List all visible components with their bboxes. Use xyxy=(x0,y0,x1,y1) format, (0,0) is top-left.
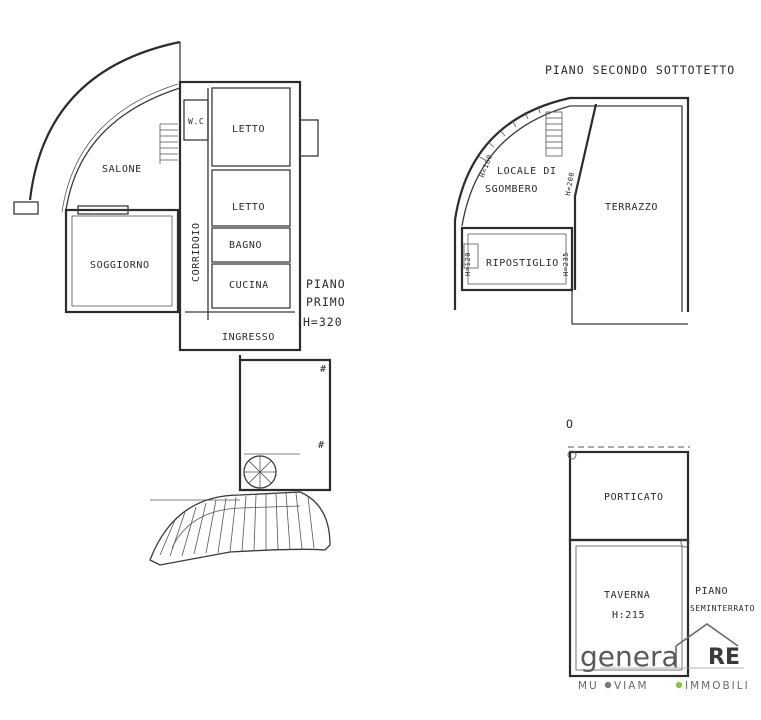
label-ripostiglio: RIPOSTIGLIO xyxy=(486,258,559,269)
second-floor-outer xyxy=(453,96,690,312)
label-corridoio: CORRIDOIO xyxy=(191,222,202,282)
label-bagno: BAGNO xyxy=(229,240,262,251)
main-block-walls xyxy=(178,80,302,352)
second-floor-plan: PIANO SECONDO SOTTOTETTO xyxy=(453,63,735,325)
label-locale-1: LOCALE DI xyxy=(497,166,557,177)
label-cucina: CUCINA xyxy=(229,280,269,291)
label-seminterrato-2: SEMINTERRATO xyxy=(690,604,755,613)
ripostiglio-window xyxy=(463,243,479,269)
label-porticato: PORTICATO xyxy=(604,492,664,503)
cucina-walls xyxy=(211,263,291,309)
label-soggiorno: SOGGIORNO xyxy=(90,260,150,271)
logo-roof-icon xyxy=(675,623,739,647)
bagno-walls xyxy=(211,227,291,263)
taverna-walls xyxy=(568,538,690,678)
pillar-right xyxy=(680,538,690,548)
logo-word-re: RE xyxy=(708,645,740,670)
spiral-stair-treads xyxy=(244,456,276,488)
label-taverna: TAVERNA xyxy=(604,590,650,601)
label-zero-mark: O xyxy=(566,417,574,431)
svg-text:#: # xyxy=(318,440,325,451)
label-h120: H=120 xyxy=(464,252,472,276)
label-terrazzo: TERRAZZO xyxy=(605,202,658,213)
label-piano-primo-h: H=320 xyxy=(303,315,343,329)
label-piano-secondo: PIANO SECONDO SOTTOTETTO xyxy=(545,63,735,77)
second-floor-arc-hatching xyxy=(477,105,541,161)
logo-tagline-3: IMMOBILI xyxy=(685,680,750,692)
ripostiglio-inner xyxy=(467,233,567,285)
stairs-first-floor xyxy=(159,123,178,164)
label-wc: W.C xyxy=(188,117,204,126)
label-taverna-h: H:215 xyxy=(612,610,645,621)
salone-outer-arc xyxy=(28,40,181,201)
label-piano-primo-1: PIANO xyxy=(306,277,346,291)
label-letto-2: LETTO xyxy=(232,202,265,213)
label-piano-primo-2: PRIMO xyxy=(306,295,346,309)
pillar-left xyxy=(567,450,577,460)
window-left xyxy=(13,201,39,215)
stairs-second-floor xyxy=(545,111,563,157)
logo-word-genera: genera xyxy=(580,640,679,673)
logo-tagline-1: MU xyxy=(578,680,599,692)
basement-plan: O PORTICATO TAVERNA H:215 PIANO SEMINTER… xyxy=(566,417,755,678)
second-floor-inner xyxy=(461,105,683,312)
salone-arc-detail xyxy=(61,83,179,213)
label-seminterrato-1: PIANO xyxy=(695,586,728,597)
label-salone: SALONE xyxy=(102,164,142,175)
courtyard-walls xyxy=(238,355,332,492)
label-locale-2: SGOMBERO xyxy=(485,184,538,195)
label-h200: H=200 xyxy=(564,171,576,196)
logo-tagline-2: VIAM xyxy=(614,680,649,692)
salone-inner-arc xyxy=(65,87,181,211)
logo-dot-1 xyxy=(604,681,612,689)
label-h235: H=235 xyxy=(562,252,570,276)
soggiorno-inner xyxy=(71,215,173,307)
ripostiglio-walls xyxy=(460,226,574,292)
logo-tagline: MU VIAM IMMOBILI xyxy=(578,680,750,692)
label-ingresso: INGRESSO xyxy=(222,332,275,343)
label-letto-1: LETTO xyxy=(232,124,265,135)
first-floor-plan: # # SALONE SOGGIORNO W.C LETTO LETTO BAG… xyxy=(13,40,346,566)
logo-dot-green xyxy=(675,681,683,689)
taverna-inner xyxy=(575,545,683,671)
letto2-walls xyxy=(211,169,291,227)
genera-re-logo: genera RE MU VIAM IMMOBILI xyxy=(578,623,750,692)
curved-staircase xyxy=(149,491,331,566)
sloped-divider xyxy=(573,103,598,290)
svg-text:#: # xyxy=(320,364,327,375)
wc-walls xyxy=(183,99,209,141)
letto1-walls xyxy=(211,87,291,167)
salone-opening xyxy=(77,205,129,215)
balcony-right xyxy=(299,119,319,157)
